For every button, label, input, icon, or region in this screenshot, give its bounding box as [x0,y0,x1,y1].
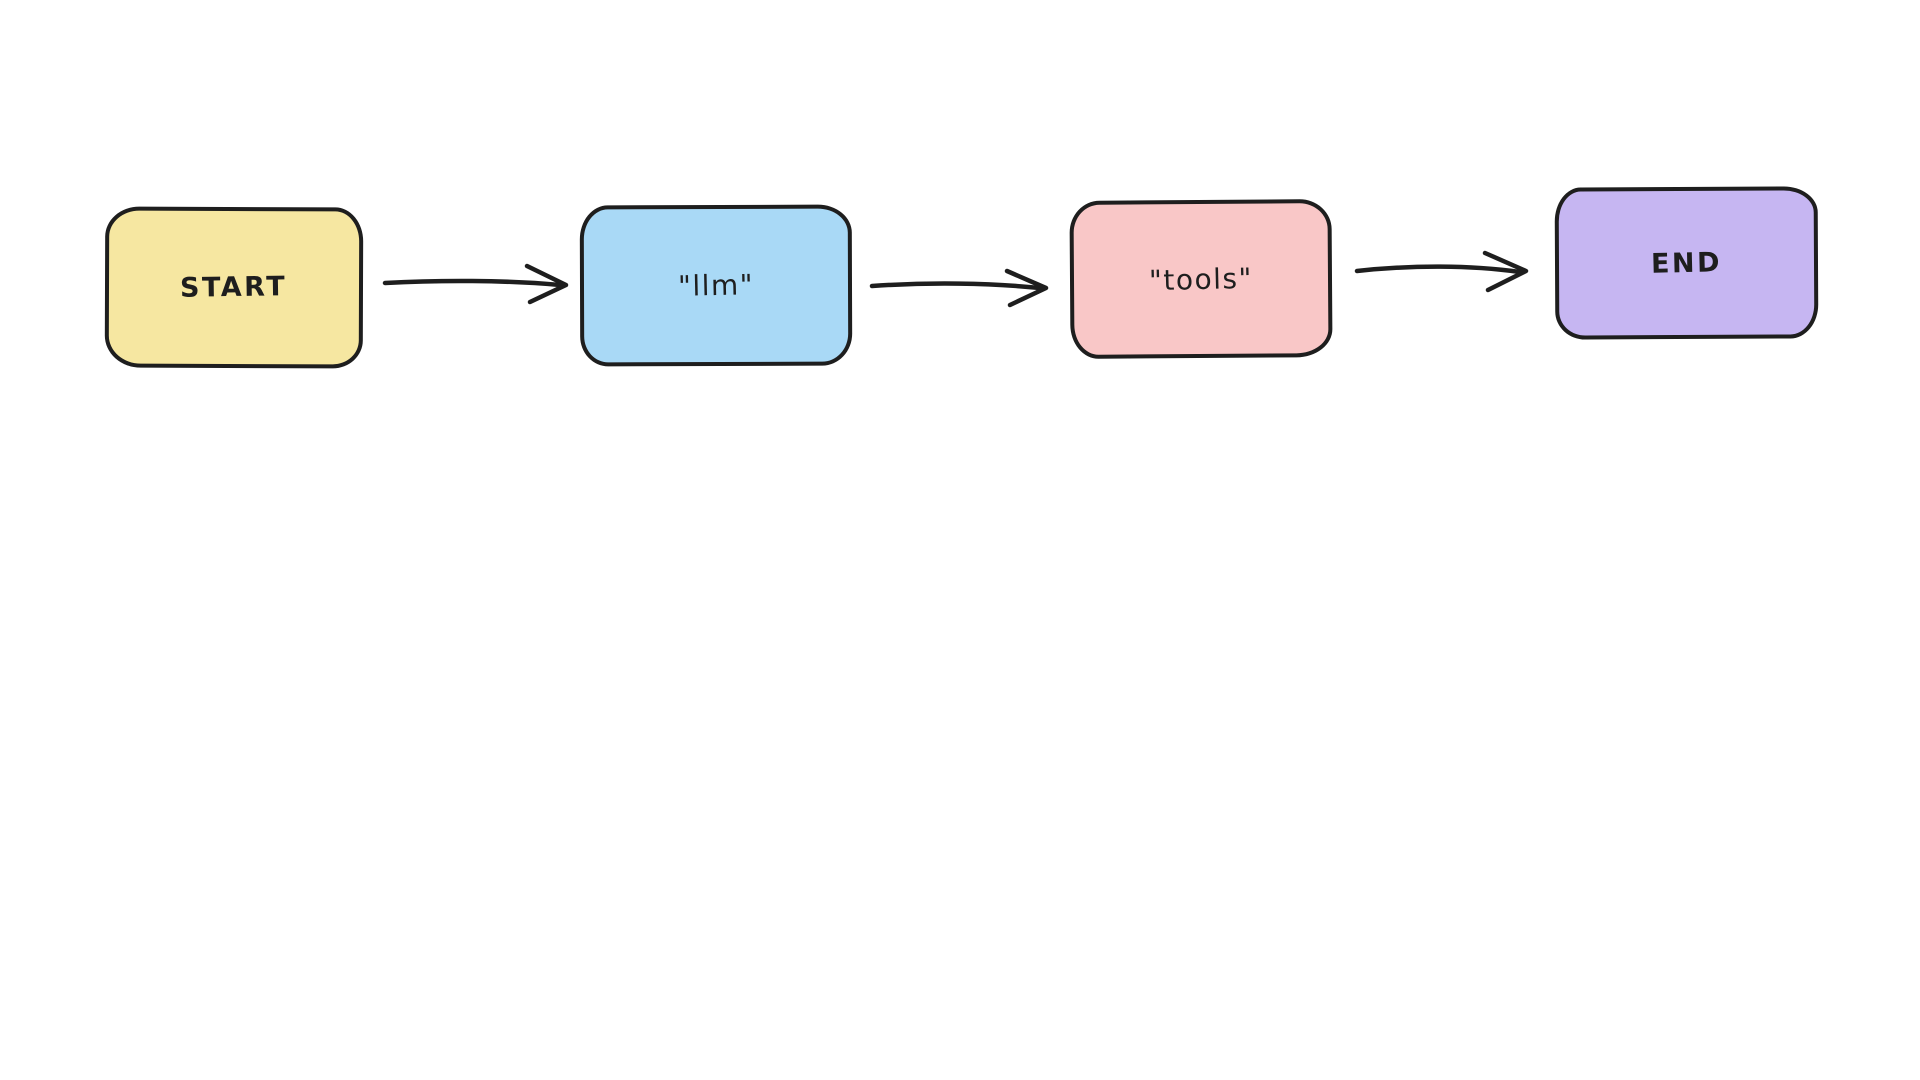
node-start: START [104,206,364,369]
node-end-label: END [1650,246,1723,280]
edge-arrow-tools-end [1354,250,1529,293]
edge-arrow-start-llm [382,263,569,305]
edge-arrow-llm-tools [869,268,1049,308]
node-llm-label: "llm" [677,268,755,303]
node-end: END [1554,186,1819,340]
node-start-label: START [180,271,288,304]
node-tools-label: "tools" [1148,261,1254,297]
node-llm: "llm" [579,204,853,367]
node-tools: "tools" [1069,199,1333,359]
